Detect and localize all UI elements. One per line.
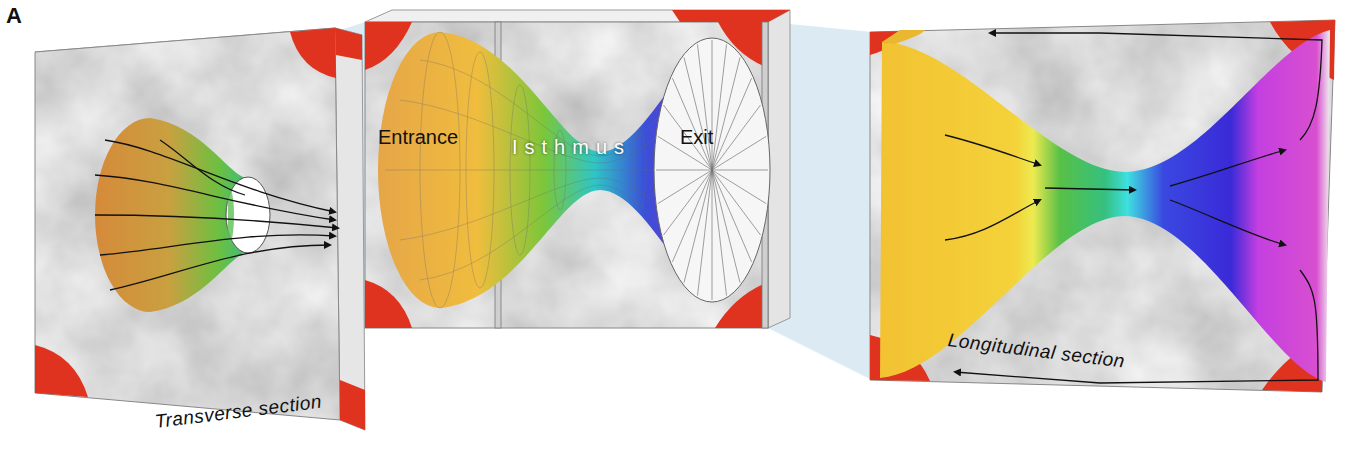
disk-spoke (712, 136, 766, 170)
part-name: Exit (680, 126, 713, 148)
disk-spoke (712, 170, 768, 171)
disk-spoke (698, 170, 713, 296)
disk-spoke (712, 40, 713, 170)
disk-spoke (712, 44, 727, 170)
disk-spoke (698, 44, 713, 170)
disk-spoke (712, 170, 713, 300)
disk-spoke (664, 170, 713, 235)
disk-spoke (712, 78, 752, 170)
panel-letter: A (6, 4, 22, 28)
disk-spoke (712, 57, 740, 170)
disk-spoke (712, 105, 761, 170)
disk-spoke (712, 170, 740, 283)
disk-spoke (712, 170, 752, 262)
longitudinal-block (865, 15, 1340, 400)
disk-spoke (712, 170, 761, 235)
disk-spoke (712, 170, 766, 204)
disk-spoke (712, 170, 727, 296)
disk-spoke (672, 78, 712, 170)
disk-spoke (672, 170, 712, 262)
hourglass-block (360, 10, 790, 335)
section-name: Longitudinal section (947, 330, 1126, 372)
disk-spoke (658, 170, 712, 204)
transverse-block (30, 20, 365, 430)
part-name: Entrance (378, 126, 458, 148)
section-name: Transverse section (154, 392, 323, 433)
part-name: Isthmus (512, 136, 631, 158)
disk-spoke (684, 170, 712, 283)
disk-spoke (656, 170, 712, 171)
disk-spoke (684, 57, 712, 170)
